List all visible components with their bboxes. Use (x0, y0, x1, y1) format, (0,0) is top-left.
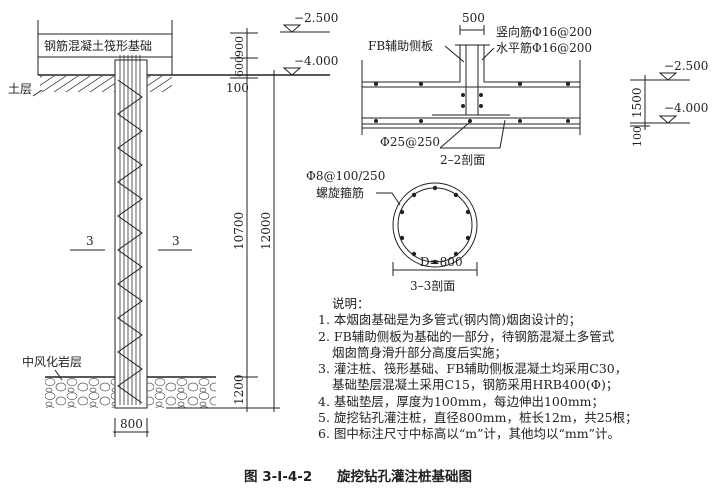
note-line: 4. 基础垫层，厚度为100mm，每边伸出100mm； (318, 393, 605, 409)
note-line: 6. 图中标注尺寸中标高以“m”计，其他均以“mm”计。 (318, 426, 621, 442)
bottom-bar-label: Φ25@250 (380, 135, 440, 149)
stirrup-label: 螺旋箍筋 (316, 185, 364, 200)
horizontal-bar-label: 水平筋Φ16@200 (496, 40, 592, 55)
rock-label: 中风化岩层 (22, 354, 82, 369)
section-mark-right: 3 (172, 234, 180, 248)
dim-900: 900 (233, 36, 246, 57)
notes-heading: 说明： (332, 296, 370, 311)
dim-500: 500 (462, 11, 485, 25)
rock-hatch (45, 378, 115, 408)
diameter-label: D=800 (420, 255, 463, 269)
fb-plate-label: FB辅助侧板 (368, 39, 433, 53)
dim-600: 600 (233, 56, 246, 77)
note-line: 2. FB辅助侧板为基础的一部分，待钢筋混凝土多管式 (318, 328, 615, 344)
section-elevation-top: −2.500 (664, 59, 708, 73)
dim-12000: 12000 (259, 212, 273, 250)
dim-1500: 1500 (630, 87, 644, 118)
section-3-3-title: 3–3剖面 (410, 279, 455, 293)
note-line: 1. 本烟囱基础是为多管式(钢内筒)烟囱设计的； (318, 312, 582, 328)
section-2-2: 500 竖向筋Φ16@200 水平筋Φ16@200 FB辅助侧板 Φ25@250… (361, 11, 708, 167)
note-line: 5. 旋挖钻孔灌注桩，直径800mm，桩长12m，共25根； (318, 410, 638, 426)
soil-label: 土层 (8, 82, 32, 96)
figure-caption: 图 3-Ⅰ-4-2 旋挖钻孔灌注桩基础图 (0, 465, 716, 485)
dim-800: 800 (120, 417, 143, 431)
dim-1200: 1200 (232, 374, 246, 405)
dim-100-section: 100 (631, 126, 644, 147)
pile (114, 59, 148, 409)
section-3-3: Φ8@100/250 螺旋箍筋 D=800 3–3剖面 (306, 169, 478, 293)
stirrup-spec: Φ8@100/250 (306, 169, 385, 183)
elevation-bottom: −4.000 (294, 54, 338, 68)
notes-block: 说明： 1. 本烟囱基础是为多管式(钢内筒)烟囱设计的； 2. FB辅助侧板为基… (318, 296, 638, 443)
raft-label: 钢筋混凝土筏形基础 (44, 38, 152, 53)
dim-100: 100 (226, 81, 249, 95)
section-elevation-bottom: −4.000 (664, 101, 708, 115)
figure-number: 图 3-Ⅰ-4-2 (244, 469, 313, 485)
vertical-bar-label: 竖向筋Φ16@200 (496, 24, 592, 39)
section-2-2-title: 2–2剖面 (440, 153, 485, 167)
note-line: 3. 灌注桩、筏形基础、FB辅助侧板混凝土均采用C30， (318, 361, 628, 377)
elevation-top: −2.500 (294, 11, 338, 25)
pile-elevation-view: 钢筋混凝土筏形基础 土层 3 3 中风化岩层 800 (8, 11, 338, 437)
section-mark-left: 3 (86, 234, 94, 248)
note-line: 基础垫层混凝土采用C15，钢筋采用HRB400(Φ)； (332, 377, 619, 393)
note-line: 烟囱筒身滑升部分高度后实施； (332, 344, 508, 360)
dim-10700: 10700 (232, 212, 246, 250)
soil-hatch (40, 76, 115, 92)
spiral-stirrup (117, 79, 143, 404)
figure-title: 旋挖钻孔灌注桩基础图 (336, 469, 472, 485)
